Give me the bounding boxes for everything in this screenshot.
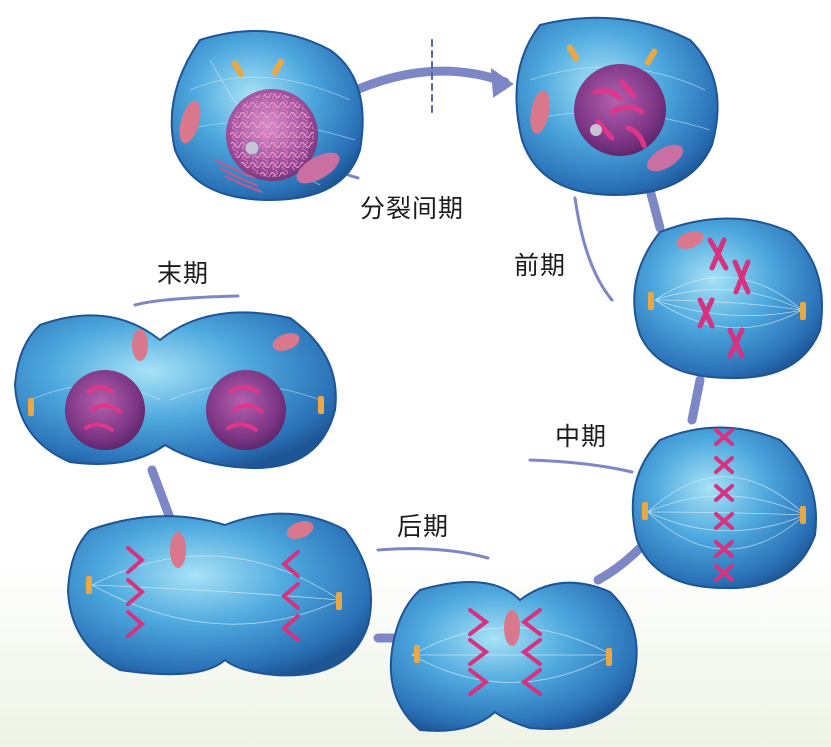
metaphase-plate-chromosomes (714, 428, 734, 582)
nucleolus (590, 124, 602, 136)
separating-chromatids (468, 608, 542, 696)
arrowhead-interphase (490, 67, 514, 98)
cell-prophase-early (515, 16, 719, 197)
mitochondrion (676, 231, 704, 249)
spindle-fibers (91, 555, 341, 625)
mitochondrion (530, 90, 550, 134)
arrow-late-anaphase-to-telophase (147, 465, 175, 523)
centriole (231, 60, 245, 78)
mitochondrion (286, 521, 314, 539)
endoplasmic-reticulum (214, 159, 263, 193)
centriole (648, 292, 654, 310)
cell-prophase-late (633, 217, 823, 380)
arrow-late-prophase-to-metaphase (687, 375, 705, 425)
centriole (271, 58, 285, 76)
arrow-anaphase-stage (376, 547, 490, 560)
mitochondrion (272, 333, 300, 351)
centriole (644, 48, 658, 66)
nucleolus (244, 140, 260, 156)
daughter-chromosomes (126, 546, 300, 642)
mitochondrion (132, 329, 148, 361)
arrow-metaphase-stage (528, 458, 634, 474)
condensing-chromosomes (592, 79, 647, 149)
arrow-prophase-stage (573, 196, 614, 302)
decondensing-chromosomes (84, 385, 264, 432)
centriole (566, 44, 580, 62)
label-prophase: 前期 (514, 251, 567, 280)
arrow-interphase-to-prophase (340, 66, 510, 100)
centriole (606, 648, 612, 666)
arrow-metaphase-to-anaphase (593, 543, 645, 585)
centriole (318, 396, 324, 414)
chromosomes (697, 237, 751, 359)
label-metaphase: 中期 (555, 422, 608, 451)
mitochondrion (296, 152, 340, 184)
arrow-prophase-to-late-prophase (645, 185, 665, 233)
spindle-fibers (654, 276, 803, 329)
mitochondrion (646, 144, 684, 172)
centriole (28, 398, 34, 416)
centriole (336, 592, 342, 610)
cell-metaphase (631, 426, 817, 590)
arrow-telophase-stage (133, 294, 240, 307)
centriole (86, 576, 92, 594)
label-telophase: 末期 (157, 259, 210, 288)
cell-anaphase (389, 581, 638, 732)
label-interphase: 分裂间期 (360, 194, 465, 223)
cell-anaphase-late (66, 512, 373, 677)
centriole (414, 645, 420, 663)
centriole (642, 502, 648, 520)
centriole (800, 506, 806, 524)
daughter-nucleus (65, 370, 145, 450)
daughter-nucleus (206, 370, 286, 450)
cell-interphase (170, 30, 364, 202)
mitochondrion (179, 100, 201, 144)
cell-telophase (13, 311, 337, 470)
centriole (800, 302, 806, 320)
mitochondrion (504, 610, 520, 646)
mitochondrion (170, 532, 186, 568)
label-anaphase: 后期 (397, 512, 450, 541)
